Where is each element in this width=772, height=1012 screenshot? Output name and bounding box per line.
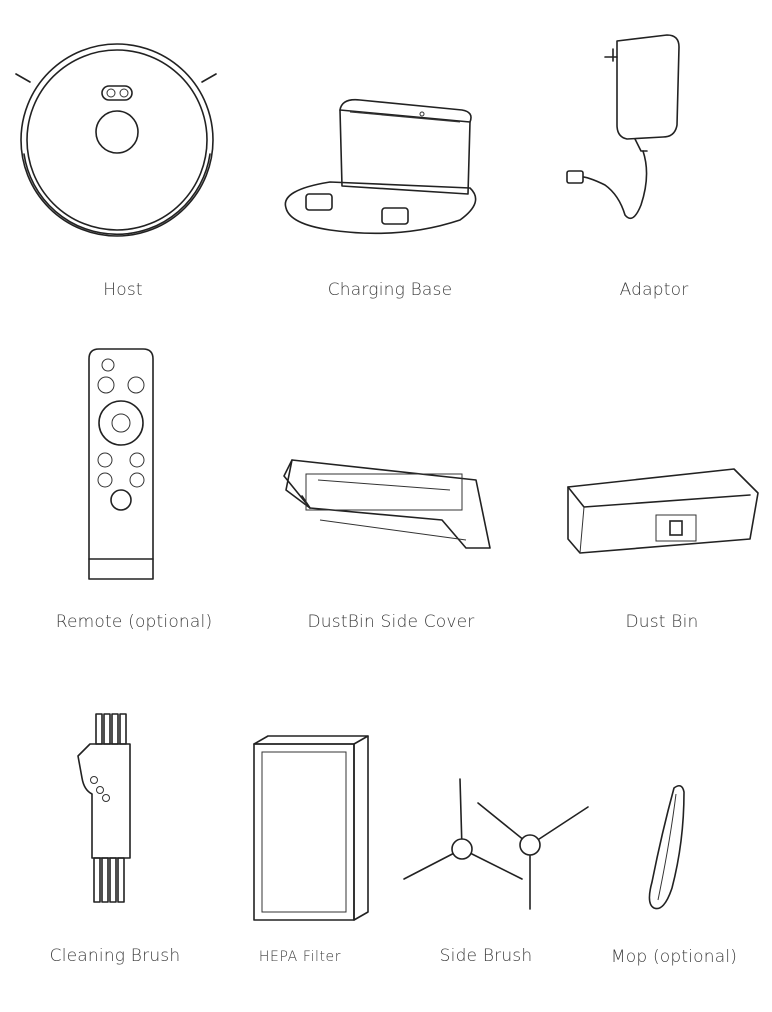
item-label-cleaning-brush: Cleaning Brush: [49, 946, 181, 966]
item-label-remote: Remote (optional): [55, 612, 213, 632]
mop-illustration: [648, 784, 685, 910]
item-label-side-brush: Side Brush: [439, 946, 533, 966]
side-brush-illustration: [403, 778, 589, 910]
item-label-charging-base: Charging Base: [327, 280, 453, 300]
cleaning-brush-illustration: [77, 713, 131, 903]
charging-base-illustration: [284, 98, 477, 235]
item-label-adaptor: Adaptor: [619, 280, 689, 300]
hepa-filter-illustration: [253, 735, 369, 921]
adaptor-illustration: [566, 34, 680, 220]
host-illustration: [15, 43, 217, 237]
remote-illustration: [88, 348, 154, 580]
item-label-mop: Mop (optional): [610, 947, 738, 967]
item-label-host: Host: [103, 280, 143, 300]
dustbin-side-cover-illustration: [283, 459, 491, 549]
item-label-dustbin-side-cover: DustBin Side Cover: [307, 612, 475, 632]
item-label-hepa-filter: HEPA Filter: [258, 949, 342, 965]
item-label-dust-bin: Dust Bin: [625, 612, 699, 632]
dust-bin-illustration: [567, 468, 759, 554]
